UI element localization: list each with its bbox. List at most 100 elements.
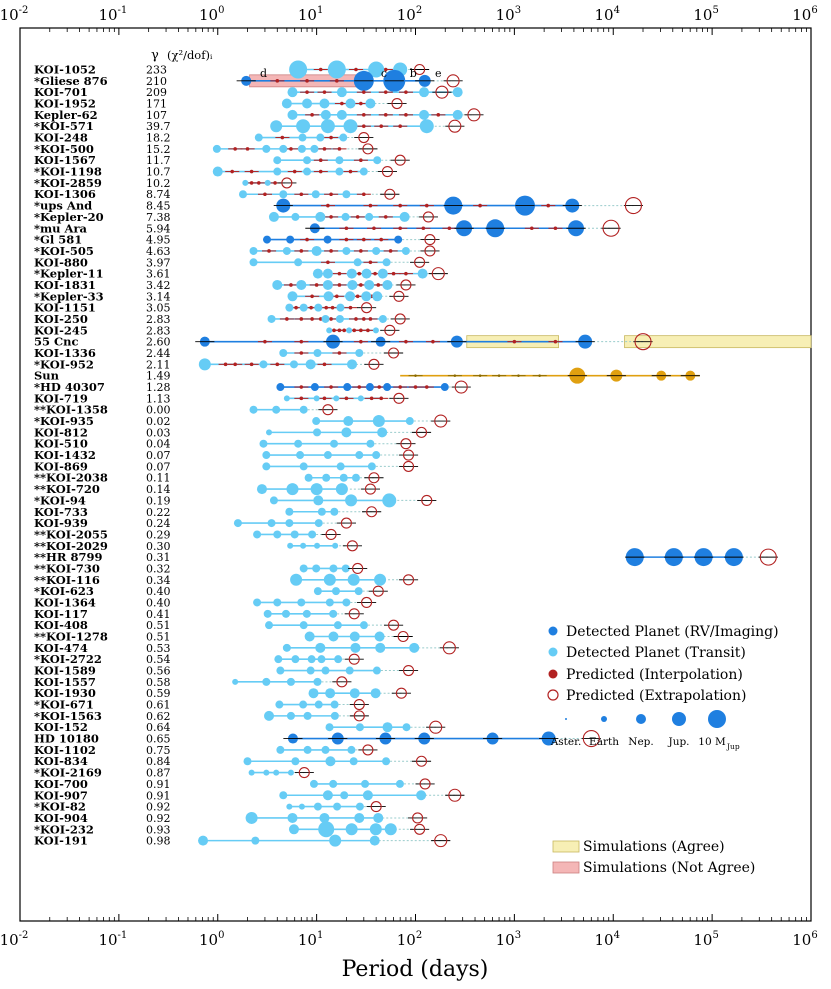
interp-point: [233, 147, 237, 151]
transit-planet-point: [355, 723, 364, 732]
gamma-value: 0.00: [146, 404, 171, 417]
transit-planet-point: [294, 258, 303, 267]
transit-planet-point: [253, 598, 262, 607]
transit-planet-point: [315, 642, 326, 653]
transit-planet-point: [307, 655, 316, 664]
transit-planet-point: [382, 258, 391, 267]
x-tick-label: 105: [693, 5, 718, 24]
transit-planet-point: [335, 156, 344, 165]
transit-planet-point: [329, 564, 338, 573]
rv-planet-point: [440, 383, 449, 392]
transit-planet-point: [308, 530, 317, 539]
size-nep-marker: [636, 714, 646, 724]
transit-planet-point: [249, 405, 258, 414]
extrap-point: [368, 472, 380, 484]
transit-planet-point: [242, 179, 249, 186]
extrap-point: [400, 438, 412, 450]
transit-planet-point: [377, 268, 388, 279]
transit-planet-point: [296, 119, 311, 134]
gamma-value: 8.74: [146, 188, 171, 201]
interp-point: [368, 317, 373, 321]
system-name: **KOI-1358: [34, 403, 108, 417]
transit-planet-point: [345, 823, 358, 836]
transit-planet-point: [335, 314, 344, 323]
transit-planet-point: [333, 395, 340, 402]
legend-notagree-swatch: [552, 861, 580, 874]
interp-point: [383, 215, 388, 219]
transit-planet-point: [355, 349, 364, 357]
sun-pred-point: [414, 374, 417, 377]
interp-point: [310, 113, 314, 117]
transit-planet-point: [359, 167, 368, 176]
transit-planet-point: [286, 803, 293, 810]
transit-planet-point: [372, 246, 381, 255]
gamma-value: 233: [146, 64, 167, 77]
system-name: KOI-1952: [34, 97, 96, 111]
interp-point: [314, 283, 319, 287]
gamma-value: 107: [146, 109, 167, 122]
transit-planet-point: [331, 587, 340, 596]
interp-point: [359, 328, 363, 333]
transit-planet-point: [243, 757, 252, 766]
interp-point: [289, 283, 293, 287]
transit-planet-point: [314, 700, 323, 709]
interp-point: [553, 339, 558, 344]
extrap-point: [388, 347, 400, 359]
extrap-point: [340, 517, 352, 529]
interp-point: [436, 113, 441, 117]
system-name: KOI-1831: [34, 278, 96, 292]
interp-point: [404, 339, 408, 344]
extrap-point: [348, 653, 360, 665]
transit-planet-point: [342, 190, 351, 199]
interp-point: [299, 317, 304, 321]
extrap-point: [421, 494, 433, 506]
interp-point: [379, 124, 384, 128]
extrap-point: [361, 596, 373, 609]
system-name: *KOI-2722: [34, 652, 102, 666]
transit-planet-point: [263, 609, 272, 618]
gamma-value: 0.22: [146, 506, 171, 519]
transit-planet-point: [382, 722, 393, 733]
interp-point: [309, 305, 313, 310]
interp-point: [299, 249, 304, 253]
interp-point: [366, 328, 370, 333]
x-tick-label: 104: [595, 930, 620, 949]
extrap-point: [424, 245, 436, 257]
extrap-point: [414, 256, 426, 268]
interp-point: [357, 271, 362, 276]
transit-planet-point: [382, 279, 393, 290]
transit-planet-point: [306, 666, 315, 675]
interp-point: [359, 158, 363, 163]
system-name: *KOI-2859: [34, 176, 102, 190]
extrap-point: [352, 562, 364, 575]
transit-planet-point: [336, 462, 345, 471]
gamma-value: 0.34: [146, 574, 171, 587]
system-name: *Gliese 876: [34, 74, 108, 88]
system-name: KOI-907: [34, 788, 88, 802]
gamma-value: 0.04: [146, 438, 171, 451]
transit-planet-point: [290, 573, 303, 586]
system-name: *KOI-571: [34, 119, 94, 133]
system-name: KOI-1557: [34, 675, 96, 689]
transit-planet-point: [402, 723, 411, 732]
extrap-point: [402, 449, 415, 461]
x-tick-label: 10-2: [0, 5, 28, 24]
transit-planet-point: [342, 246, 351, 255]
transit-planet-point: [259, 360, 268, 369]
transit-planet-point: [303, 711, 312, 720]
transit-planet-point: [370, 688, 381, 699]
transit-planet-point: [253, 530, 262, 539]
system-name: KOI-510: [34, 437, 88, 451]
